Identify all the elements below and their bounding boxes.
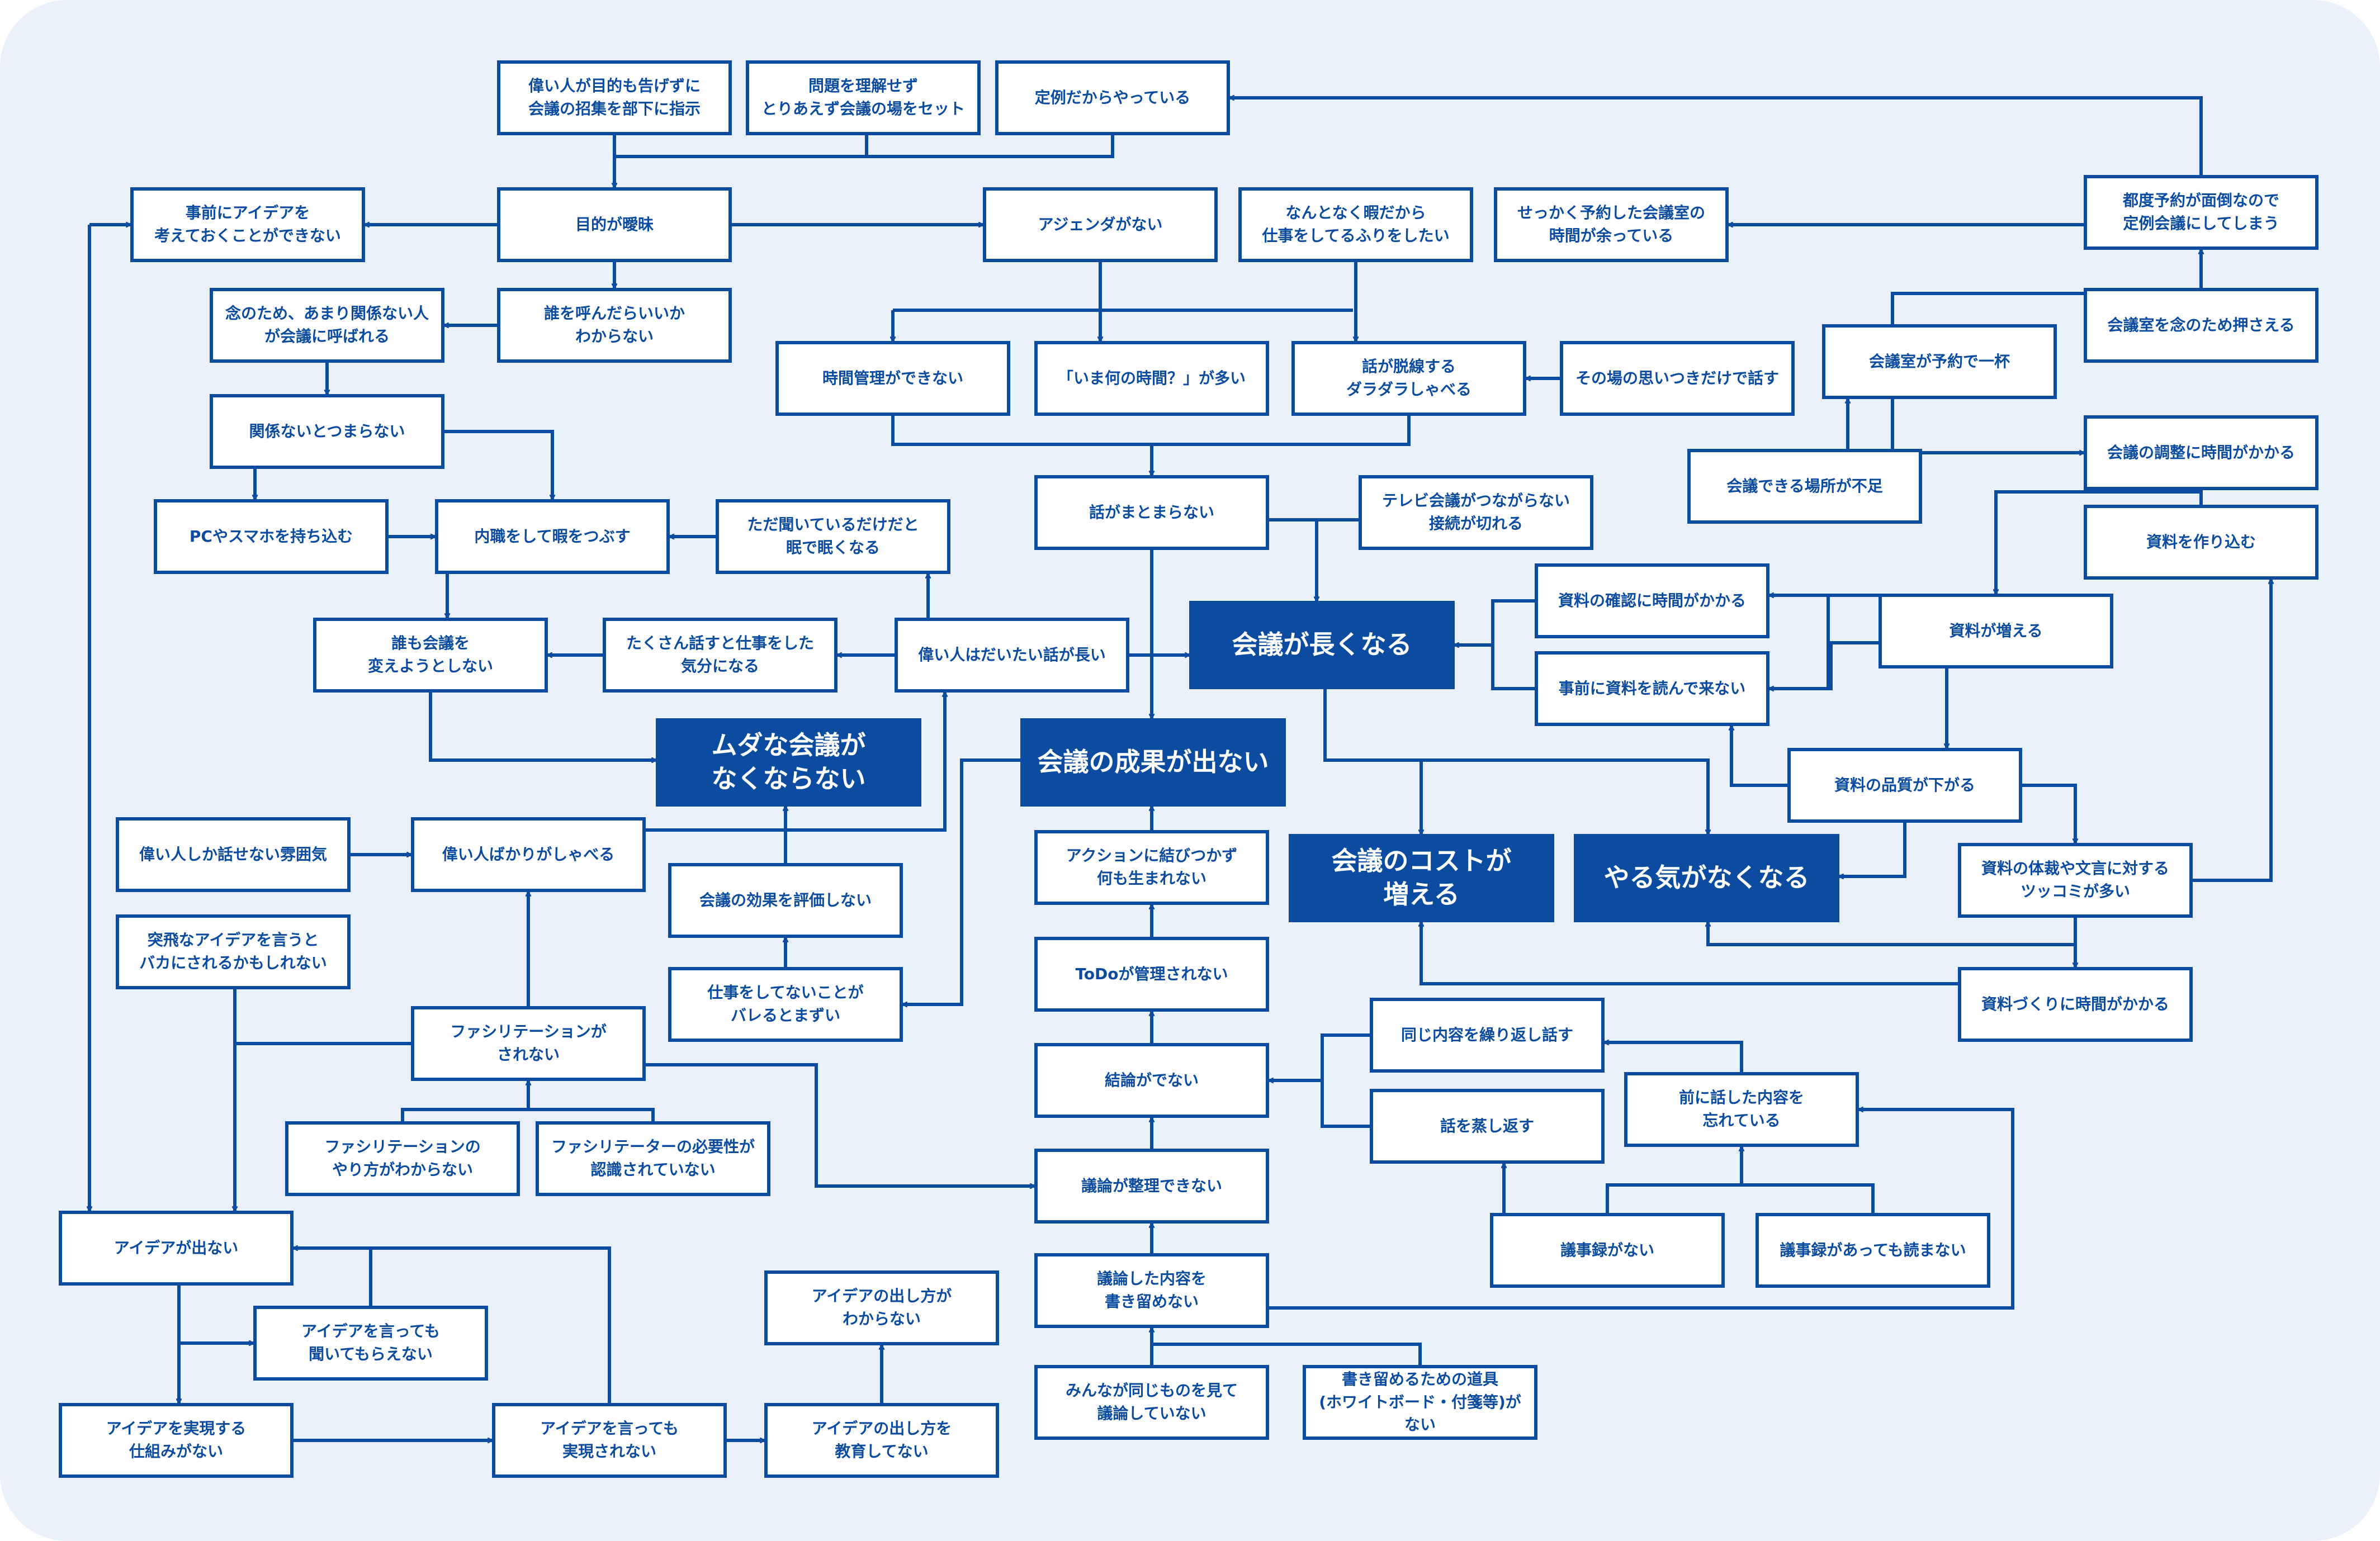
node-do-other-work: 内職をして暇をつぶす bbox=[435, 499, 670, 574]
connector-1 bbox=[613, 135, 868, 158]
node-no-agenda: アジェンダがない bbox=[983, 187, 1218, 262]
node-no-writing-tools: 書き留めるための道具 (ホワイトボード・付箋等)がない bbox=[1303, 1365, 1537, 1440]
connector-66 bbox=[903, 758, 1020, 1004]
node-no-minutes: 議事録がない bbox=[1490, 1213, 1725, 1288]
node-no-ideas: アイデアが出ない bbox=[59, 1211, 294, 1286]
node-make-regular-to-avoid-booking: 都度予約が面倒なので 定例会議にしてしまう bbox=[2084, 175, 2319, 250]
node-fear-being-found-idle: 仕事をしてないことが バレるとまずい bbox=[668, 967, 903, 1042]
connector-63 bbox=[1606, 1183, 1875, 1213]
node-no-meeting-results: 会議の成果が出ない bbox=[1020, 718, 1286, 807]
node-not-writing-down: 議論した内容を 書き留めない bbox=[1034, 1253, 1269, 1328]
connector-36 bbox=[1996, 490, 2203, 594]
node-video-call-drops: テレビ会議がつながらない 接続が切れる bbox=[1359, 475, 1593, 550]
connector-69 bbox=[646, 693, 945, 832]
connector-46 bbox=[1839, 823, 1906, 876]
node-not-looking-at-same-thing: みんなが同じものを見て 議論していない bbox=[1034, 1365, 1269, 1440]
connector-75 bbox=[401, 1108, 655, 1121]
node-bring-pc-phone: PCやスマホを持ち込む bbox=[154, 499, 389, 574]
node-over-polish-materials: 資料を作り込む bbox=[2084, 505, 2319, 580]
connector-49 bbox=[1708, 918, 2077, 946]
connector-79 bbox=[177, 1286, 253, 1343]
connector-28 bbox=[1269, 518, 1317, 601]
node-materials-increase: 資料が増える bbox=[1879, 594, 2113, 668]
connector-34 bbox=[1891, 399, 2084, 453]
connector-61 bbox=[1605, 1042, 1743, 1072]
connector-59 bbox=[1321, 1033, 1370, 1128]
node-no-time-management: 時間管理ができない bbox=[775, 341, 1010, 416]
node-repeat-same-content: 同じ内容を繰り返し話す bbox=[1370, 998, 1605, 1073]
node-no-facilitation: ファシリテーションが されない bbox=[411, 1006, 646, 1081]
connector-31 bbox=[1230, 98, 2203, 175]
node-hold-room-just-in-case: 会議室を念のため押さえる bbox=[2084, 288, 2319, 363]
node-purpose-unclear: 目的が曖昧 bbox=[497, 187, 732, 262]
node-what-time-is-it: 「いま何の時間？」が多い bbox=[1034, 341, 1269, 416]
connector-33 bbox=[1891, 292, 2084, 324]
connector-25 bbox=[891, 416, 1411, 446]
connector-65 bbox=[1269, 1109, 2014, 1310]
node-talk-does-not-converge: 話がまとまらない bbox=[1034, 475, 1269, 550]
node-materials-take-time: 資料づくりに時間がかかる bbox=[1958, 967, 2193, 1042]
connector-40 bbox=[1491, 599, 1535, 690]
connector-84 bbox=[294, 1248, 611, 1403]
node-regular-meeting-habit: 定例だからやっている bbox=[995, 60, 1230, 135]
node-minutes-not-read: 議事録があっても読まない bbox=[1756, 1213, 1990, 1288]
connector-58 bbox=[1152, 1343, 1422, 1365]
node-no-system-to-realize-ideas: アイデアを実現する 仕組みがない bbox=[59, 1403, 294, 1478]
node-talk-on-impulse: その場の思いつきだけで話す bbox=[1560, 341, 1795, 416]
node-talking-feels-like-work: たくさん話すと仕事をした 気分になる bbox=[603, 618, 838, 693]
node-not-evaluating-effects: 会議の効果を評価しない bbox=[668, 863, 903, 938]
node-scheduling-takes-time: 会議の調整に時間がかかる bbox=[2084, 415, 2319, 490]
node-nitpicking-materials: 資料の体裁や文言に対する ツッコミが多い bbox=[1958, 843, 2193, 918]
node-talk-derails: 話が脱線する ダラダラしゃべる bbox=[1291, 341, 1526, 416]
node-ideas-not-realized: アイデアを言っても 実現されない bbox=[492, 1403, 727, 1478]
connector-14 bbox=[429, 693, 656, 760]
connector-3 bbox=[867, 135, 1114, 158]
connector-47 bbox=[1323, 689, 1708, 834]
node-room-time-left: せっかく予約した会議室の 時間が余っている bbox=[1494, 187, 1729, 262]
node-set-meeting-without-understanding: 問題を理解せず とりあえず会議の場をセット bbox=[746, 60, 981, 135]
node-lose-motivation: やる気がなくなる bbox=[1574, 834, 1839, 922]
node-forget-past-content: 前に話した内容を 忘れている bbox=[1624, 1072, 1859, 1147]
node-boss-orders-meeting: 偉い人が目的も告げずに 会議の招集を部下に指示 bbox=[497, 60, 732, 135]
node-unsure-who-to-invite: 誰を呼んだらいいか わからない bbox=[497, 288, 732, 363]
node-dont-know-how-to-ideate: アイデアの出し方が わからない bbox=[764, 1270, 999, 1345]
node-bring-up-again: 話を蒸し返す bbox=[1370, 1089, 1605, 1164]
node-todo-not-managed: ToDoが管理されない bbox=[1034, 937, 1269, 1012]
node-only-bosses-can-speak: 偉い人しか話せない雰囲気 bbox=[116, 817, 351, 892]
node-ideas-not-heard: アイデアを言っても 聞いてもらえない bbox=[253, 1306, 488, 1381]
node-materials-quality-drops: 資料の品質が下がる bbox=[1787, 748, 2022, 823]
node-materials-review-time: 資料の確認に時間がかかる bbox=[1535, 563, 1769, 638]
connector-45 bbox=[2193, 580, 2271, 882]
node-cannot-organize-discussion: 議論が整理できない bbox=[1034, 1149, 1269, 1224]
node-bosses-talk-long: 偉い人はだいたい話が長い bbox=[895, 618, 1129, 693]
node-no-ideation-training: アイデアの出し方を 教育してない bbox=[764, 1403, 999, 1478]
node-unrelated-people-invited: 念のため、あまり関係ない人 が会議に呼ばれる bbox=[210, 288, 444, 363]
node-no-action-nothing-born: アクションに結びつかず 何も生まれない bbox=[1034, 830, 1269, 905]
node-meeting-cost-increases: 会議のコストが 増える bbox=[1289, 834, 1554, 922]
node-useless-meetings-persist: ムダな会議が なくならない bbox=[656, 718, 921, 807]
node-pretend-working: なんとなく暇だから 仕事をしてるふりをしたい bbox=[1238, 187, 1473, 262]
connector-74 bbox=[646, 1063, 1034, 1186]
node-boring-if-unrelated: 関係ないとつまらない bbox=[210, 394, 444, 469]
node-meetings-run-long: 会議が長くなる bbox=[1189, 601, 1455, 689]
node-not-reading-materials: 事前に資料を読んで来ない bbox=[1535, 651, 1769, 726]
node-nobody-changes-meetings: 誰も会議を 変えようとしない bbox=[313, 618, 548, 693]
connector-10 bbox=[444, 430, 552, 499]
connector-44 bbox=[2022, 784, 2075, 843]
connector-51 bbox=[1421, 922, 1958, 985]
node-rooms-fully-booked: 会議室が予約で一杯 bbox=[1822, 324, 2057, 399]
node-no-conclusion: 結論がでない bbox=[1034, 1043, 1269, 1118]
node-fear-of-ridicule: 突飛なアイデアを言うと バカにされるかもしれない bbox=[116, 914, 351, 989]
node-dont-know-facilitation: ファシリテーションの やり方がわからない bbox=[285, 1121, 520, 1196]
node-facilitator-need-unrecognized: ファシリテーターの必要性が 認識されていない bbox=[536, 1121, 770, 1196]
node-not-enough-rooms: 会議できる場所が不足 bbox=[1687, 449, 1922, 524]
node-sleepy-when-listening: ただ聞いているだけだと 眠で眠くなる bbox=[716, 499, 950, 574]
connector-43 bbox=[1731, 726, 1787, 787]
node-only-bosses-talk: 偉い人ばかりがしゃべる bbox=[411, 817, 646, 892]
node-cannot-prepare-ideas: 事前にアイデアを 考えておくことができない bbox=[130, 187, 365, 262]
connector-38 bbox=[1769, 641, 1879, 689]
